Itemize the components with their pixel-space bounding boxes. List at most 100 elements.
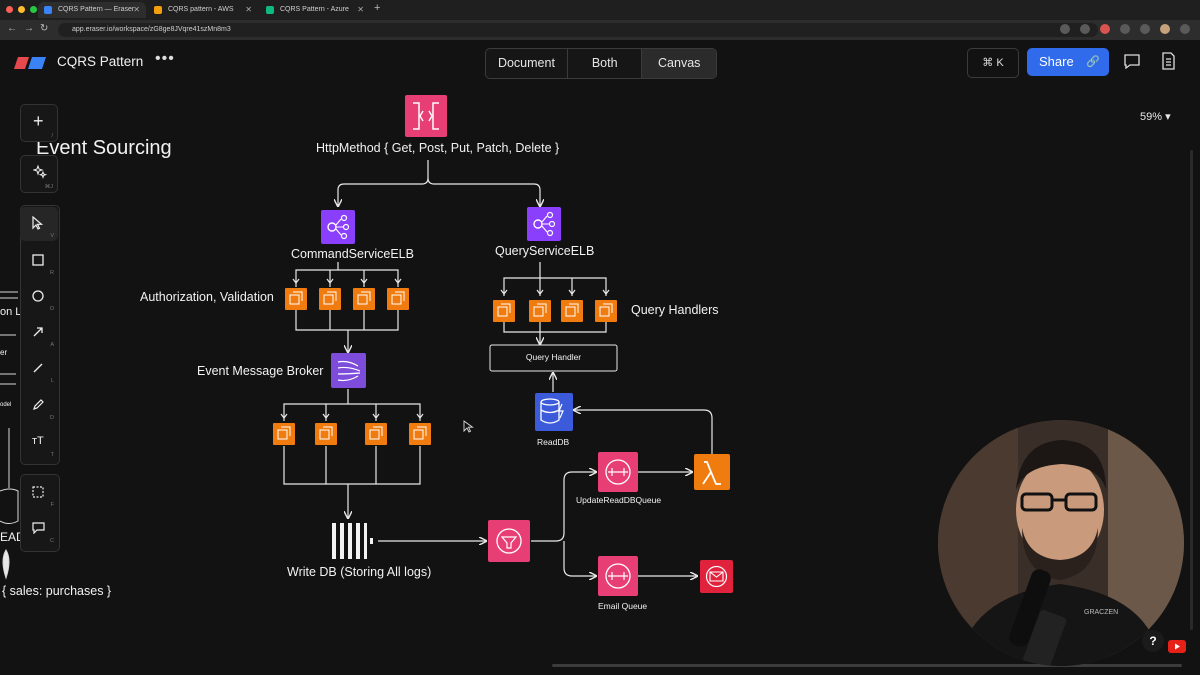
cursor-arrow-icon — [32, 215, 44, 233]
partial-label: er — [0, 348, 8, 357]
update-readdb-queue-icon[interactable] — [598, 452, 638, 492]
close-window-button[interactable] — [6, 6, 13, 13]
partial-label: odel — [0, 402, 12, 408]
app-header: CQRS Pattern ••• Document Both Canvas ⌘ … — [0, 40, 1200, 84]
connector — [503, 262, 607, 296]
canvas-scrollbar-vertical[interactable] — [1190, 150, 1193, 630]
document-title[interactable]: CQRS Pattern — [57, 54, 144, 69]
command-handler-icon[interactable] — [285, 288, 307, 310]
comment-icon — [32, 521, 45, 537]
query-handler-icon[interactable] — [493, 300, 515, 322]
event-processor-icon[interactable] — [365, 423, 387, 445]
maximize-window-button[interactable] — [30, 6, 37, 13]
close-tab-icon[interactable]: ✕ — [357, 5, 364, 14]
back-icon[interactable]: ← — [7, 23, 17, 34]
extension-icon[interactable] — [1140, 24, 1150, 34]
browser-tab-1[interactable]: CQRS Pattern — Eraser ✕ — [38, 2, 146, 18]
document-outline-icon[interactable] — [1160, 52, 1176, 75]
forward-icon[interactable]: → — [24, 23, 34, 34]
zoom-level-dropdown[interactable]: 59% ▾ — [1140, 111, 1171, 123]
command-palette-button[interactable]: ⌘ K — [967, 48, 1019, 78]
query-handler-icon[interactable] — [561, 300, 583, 322]
circle-icon — [32, 289, 44, 305]
comment-tool[interactable]: C — [20, 512, 58, 546]
bookmark-star-icon[interactable] — [1080, 24, 1090, 34]
pen-tool[interactable]: D — [20, 389, 58, 423]
rectangle-tool[interactable]: R — [20, 244, 58, 278]
readdb-icon[interactable] — [535, 393, 573, 431]
connector — [283, 446, 421, 518]
command-elb-icon[interactable] — [321, 210, 355, 244]
close-tab-icon[interactable]: ✕ — [133, 5, 140, 14]
lambda-icon[interactable] — [694, 454, 730, 490]
api-gateway-icon[interactable] — [405, 95, 447, 137]
text-tool[interactable]: тT T — [32, 435, 54, 458]
comments-icon[interactable] — [1124, 54, 1140, 74]
event-processor-icon[interactable] — [409, 423, 431, 445]
command-handler-icon[interactable] — [387, 288, 409, 310]
youtube-icon[interactable] — [1168, 640, 1186, 653]
query-handler-box[interactable] — [489, 344, 618, 372]
event-broker-label[interactable]: Event Message Broker — [197, 364, 324, 378]
select-tool[interactable]: V — [20, 207, 58, 241]
window-controls — [6, 6, 37, 13]
connector — [283, 389, 421, 421]
connector — [295, 262, 399, 287]
extension-icons — [1060, 24, 1190, 34]
event-processor-icon[interactable] — [273, 423, 295, 445]
query-handlers-label[interactable]: Query Handlers — [631, 303, 719, 317]
event-broker-icon[interactable] — [331, 353, 366, 388]
minimize-window-button[interactable] — [18, 6, 25, 13]
url-field[interactable]: app.eraser.io/workspace/zG8ge8JVqre41szM… — [58, 23, 1098, 37]
share-button[interactable]: Share 🔗 — [1027, 48, 1109, 76]
eraser-logo-icon[interactable] — [14, 56, 46, 74]
reload-icon[interactable]: ↻ — [40, 23, 49, 34]
canvas-scrollbar-horizontal[interactable] — [552, 664, 1182, 667]
brand-text: GRACZEN — [1084, 609, 1118, 616]
view-both-tab[interactable]: Both — [568, 49, 643, 78]
readdb-label[interactable]: ReadDB — [537, 437, 570, 447]
email-queue-label[interactable]: Email Queue — [598, 601, 648, 611]
http-method-label[interactable]: HttpMethod { Get, Post, Put, Patch, Dele… — [316, 141, 560, 155]
email-service-icon[interactable] — [700, 560, 733, 593]
ellipse-tool[interactable]: O — [20, 280, 58, 314]
event-processor-icon[interactable] — [315, 423, 337, 445]
zoom-extension-icon[interactable] — [1060, 24, 1070, 34]
ai-generate-button[interactable]: ⌘J — [20, 155, 58, 193]
arrowheads — [280, 413, 424, 419]
query-elb-label[interactable]: QueryServiceELB — [495, 244, 595, 258]
azure-favicon-icon — [266, 6, 274, 14]
write-db-icon[interactable] — [332, 523, 373, 559]
section-title[interactable]: Event Sourcing — [36, 137, 172, 159]
query-handler-icon[interactable] — [595, 300, 617, 322]
auth-validation-label[interactable]: Authorization, Validation — [140, 290, 274, 304]
write-db-label[interactable]: Write DB (Storing All logs) — [287, 565, 432, 579]
command-handler-icon[interactable] — [319, 288, 341, 310]
close-tab-icon[interactable]: ✕ — [245, 5, 252, 14]
more-options-button[interactable]: ••• — [155, 50, 175, 67]
extension-icon[interactable] — [1100, 24, 1110, 34]
command-handler-icon[interactable] — [353, 288, 375, 310]
help-button[interactable]: ? — [1142, 630, 1164, 652]
presenter-image: GRACZEN — [938, 420, 1184, 666]
frame-tool[interactable]: F — [20, 476, 58, 510]
extension-icon[interactable] — [1120, 24, 1130, 34]
connector — [295, 310, 399, 352]
connector — [563, 541, 596, 576]
update-queue-label[interactable]: UpdateReadDBQueue — [576, 495, 662, 505]
query-handler-icon[interactable] — [529, 300, 551, 322]
view-canvas-tab[interactable]: Canvas — [642, 49, 716, 78]
add-button[interactable]: + / — [20, 104, 58, 142]
browser-menu-icon[interactable] — [1180, 24, 1190, 34]
event-notification-icon[interactable] — [488, 520, 530, 562]
new-tab-button[interactable]: + — [374, 2, 381, 14]
query-elb-icon[interactable] — [527, 207, 561, 241]
view-document-tab[interactable]: Document — [486, 49, 568, 78]
profile-avatar-icon[interactable] — [1160, 24, 1170, 34]
command-elb-label[interactable]: CommandServiceELB — [291, 247, 414, 261]
query-handler-box-label[interactable]: Query Handler — [525, 352, 582, 362]
arrow-tool[interactable]: A — [20, 316, 58, 350]
email-queue-icon[interactable] — [598, 556, 638, 596]
line-tool[interactable]: L — [20, 352, 58, 386]
